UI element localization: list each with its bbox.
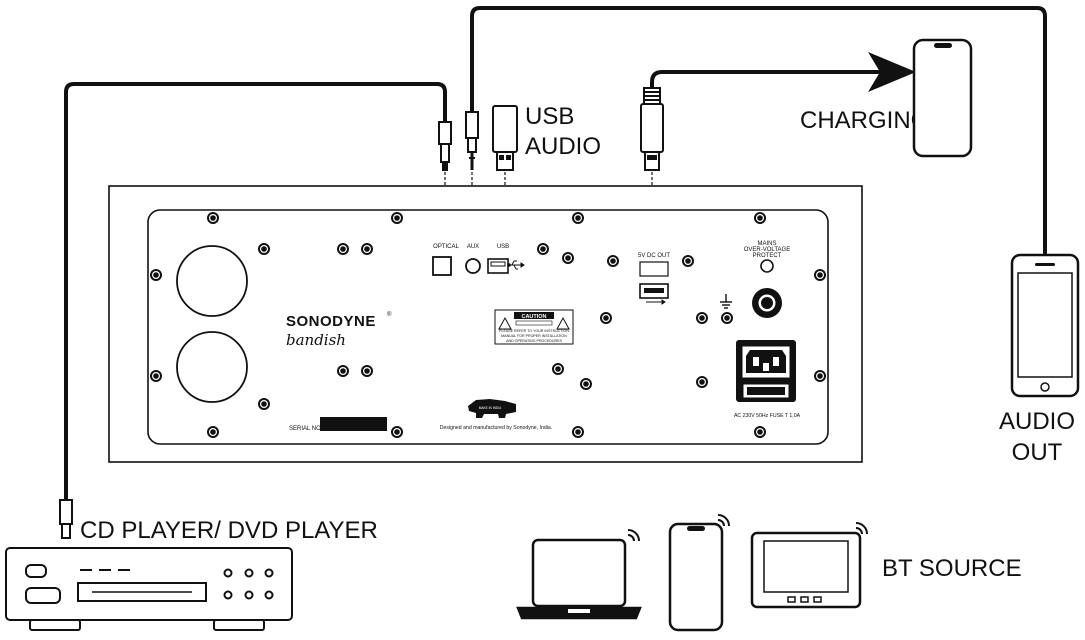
optical-port-label: OPTICAL [433, 244, 459, 250]
model-name: bandish [286, 331, 346, 349]
audio-out-label-line2: OUT [1012, 439, 1063, 466]
cd-optical-plug [59, 499, 73, 539]
dc-out-box [639, 261, 669, 277]
laptop-wireless-icon [627, 529, 640, 542]
cables [64, 6, 1047, 502]
caution-text-line2: MANUAL FOR PROPER INSTALLATION [501, 334, 567, 338]
screw [696, 376, 708, 388]
rear-panel [108, 185, 863, 463]
screw [207, 426, 219, 438]
charging-cable [650, 70, 882, 90]
screw [580, 378, 592, 390]
aux-cable [470, 6, 1047, 255]
tablet-wireless-icon [855, 522, 868, 535]
phone-wireless-icon [717, 514, 730, 527]
aux-plug [465, 111, 479, 170]
caution-title: CAUTION [521, 314, 546, 320]
charging-label: CHARGING [800, 107, 929, 134]
cd-player-label: CD PLAYER/ DVD PLAYER [80, 517, 378, 544]
aux-port-label: AUX [467, 244, 479, 250]
mains-label-line3: PROTECT [753, 253, 782, 259]
screw [258, 398, 270, 410]
caution-label: CAUTION PLEASE REFER TO YOUR INSTRUCTION… [494, 309, 574, 345]
bass-port-lower [176, 331, 248, 403]
screw [361, 365, 373, 377]
screw [337, 365, 349, 377]
power-socket [736, 340, 796, 402]
screw [562, 252, 574, 264]
dc-out-label: 5V DC OUT [638, 253, 670, 259]
usb-symbol-icon [507, 260, 525, 270]
bt-phone-icon [668, 522, 724, 632]
screw [207, 212, 219, 224]
dc-usb-symbol-icon [646, 299, 666, 305]
mains-label-line1: MAINS [757, 241, 776, 247]
screw [607, 255, 619, 267]
mains-protect-led [760, 259, 774, 273]
screw [754, 212, 766, 224]
screw [552, 363, 564, 375]
screw [537, 243, 549, 255]
make-in-india-logo: MAKE IN INDIA [468, 399, 516, 418]
screw [814, 370, 826, 382]
bass-port-upper [176, 245, 248, 317]
screw [696, 312, 708, 324]
cd-dvd-player-icon [5, 547, 293, 631]
screw [150, 269, 162, 281]
optical-plug [438, 121, 452, 171]
audio-out-phone-icon [1010, 253, 1080, 398]
caution-text-line1: PLEASE REFER TO YOUR INSTRUCTION [499, 329, 569, 333]
screw [572, 212, 584, 224]
tablet-icon [750, 531, 862, 609]
charging-arrow-head [868, 52, 916, 92]
aux-port [465, 258, 481, 274]
screw [754, 426, 766, 438]
screw [814, 269, 826, 281]
screw [258, 243, 270, 255]
caution-text-line3: AND OPERATING PROCEDURES [506, 339, 562, 343]
brand-registered-mark: ® [387, 311, 392, 318]
screw [337, 243, 349, 255]
usb-stick-icon [492, 105, 518, 171]
panel-screws [150, 212, 826, 438]
screw [682, 255, 694, 267]
power-knob [752, 288, 782, 318]
charging-usb-plug [640, 87, 664, 171]
make-in-india-text: MAKE IN INDIA [479, 406, 502, 410]
serial-number-box [320, 417, 387, 431]
usb-audio-label-line1: USB [525, 103, 574, 130]
usb-port-label: USB [497, 244, 509, 250]
laptop-icon [516, 538, 642, 620]
screw [572, 426, 584, 438]
screw [391, 212, 403, 224]
optical-port [432, 256, 452, 276]
screw [721, 312, 733, 324]
screw [150, 370, 162, 382]
bt-source-label: BT SOURCE [882, 555, 1022, 582]
screw [361, 243, 373, 255]
audio-out-label-line1: AUDIO [999, 408, 1075, 435]
mains-label-line2: OVER-VOLTAGE [744, 247, 790, 253]
screw [600, 312, 612, 324]
power-rating-text: AC 230V 50Hz FUSE T 1,0A [734, 413, 801, 419]
brand-logo: SONODYNE [286, 313, 376, 330]
ground-icon [720, 294, 732, 309]
charging-phone-icon [912, 38, 973, 158]
screw [391, 426, 403, 438]
designed-by-text: Designed and manufactured by Sonodyne, I… [440, 425, 552, 431]
usb-audio-label-line2: AUDIO [525, 133, 601, 160]
serial-label: SERIAL NO. [289, 426, 323, 432]
optical-cable [64, 82, 447, 502]
